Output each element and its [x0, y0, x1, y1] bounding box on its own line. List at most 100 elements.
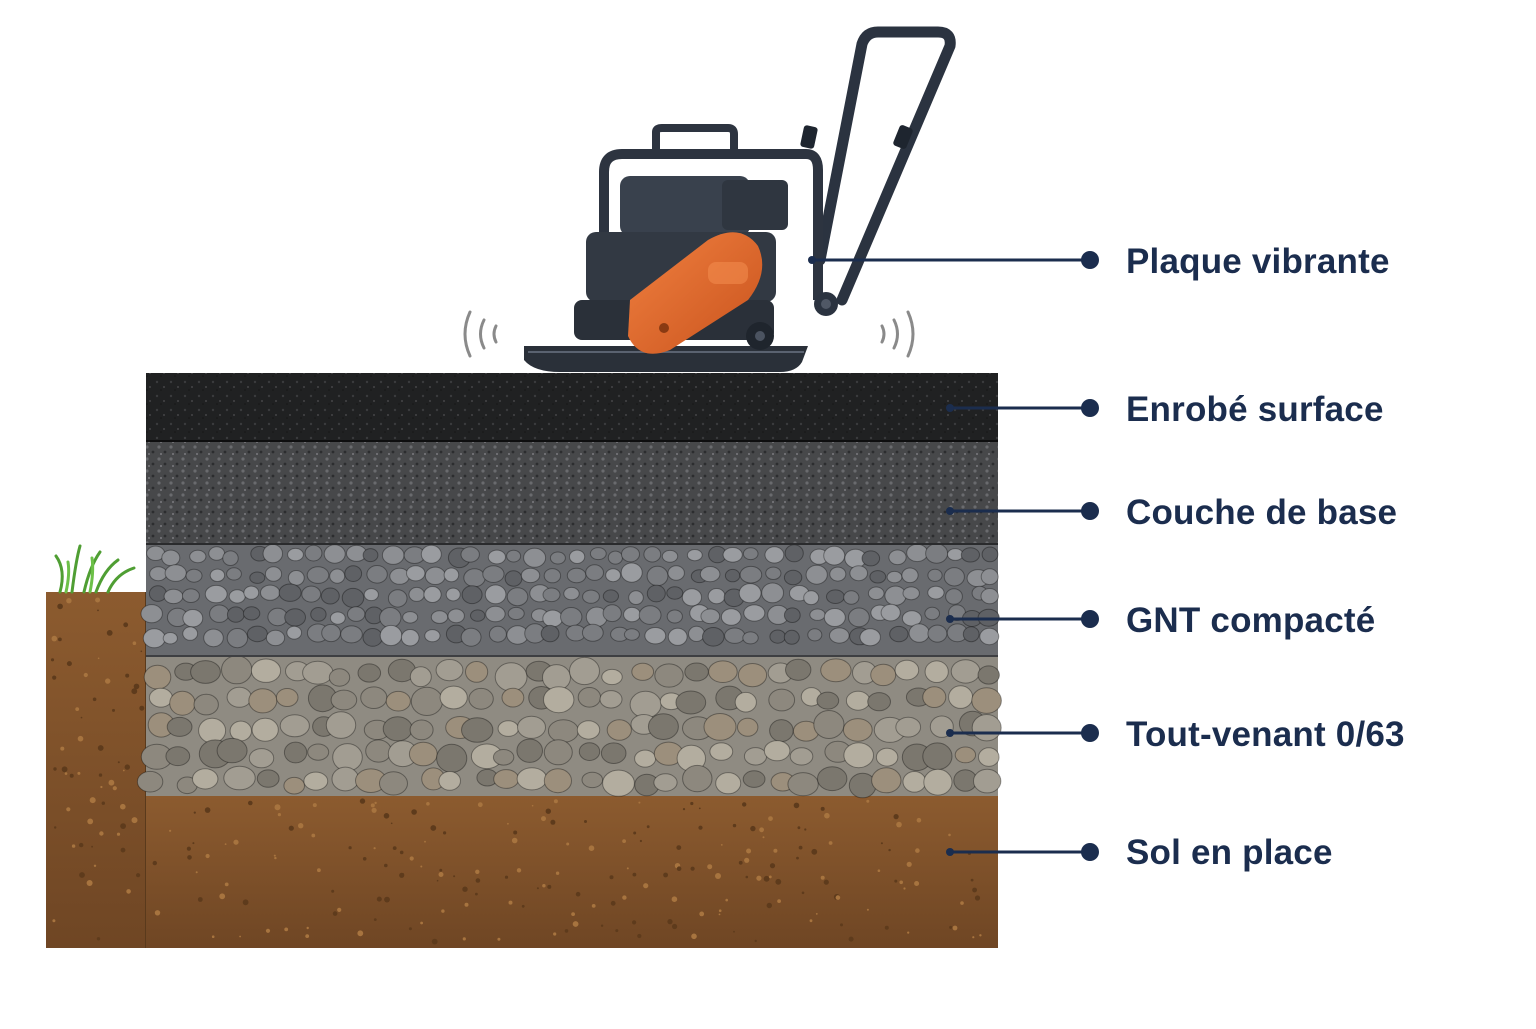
stone — [260, 584, 281, 601]
stone — [148, 585, 167, 602]
soil-speck — [120, 823, 126, 829]
soil-speck — [187, 855, 192, 860]
stone — [323, 544, 346, 564]
stone — [387, 589, 408, 608]
leader-lines — [808, 251, 1099, 861]
soil-speck — [79, 872, 85, 878]
soil-speck — [508, 900, 513, 905]
soil-speck — [835, 895, 841, 900]
stone — [947, 548, 964, 561]
stone — [784, 544, 804, 563]
soil-speck — [373, 918, 377, 921]
soil-speck — [793, 802, 800, 809]
stone — [461, 585, 483, 605]
stone — [977, 665, 1000, 685]
stone — [927, 624, 948, 643]
stone — [436, 743, 468, 773]
soil-speck — [122, 769, 125, 772]
stone — [601, 668, 623, 686]
stone — [424, 566, 446, 585]
leader-anchor-toutvenant — [946, 729, 954, 737]
soil-speck — [66, 598, 72, 604]
soil-speck — [542, 884, 546, 888]
soil-speck — [550, 819, 556, 825]
stone — [331, 766, 360, 792]
stone — [420, 544, 442, 564]
stone — [262, 543, 283, 564]
stone — [560, 607, 583, 627]
soil-speck — [633, 831, 637, 835]
soil-speck — [117, 761, 120, 764]
stone — [306, 566, 330, 584]
soil-speck — [186, 846, 191, 851]
soil-speck — [809, 919, 813, 923]
stone — [520, 567, 541, 584]
stone — [341, 587, 365, 608]
soil-speck — [553, 799, 558, 804]
stone — [895, 716, 922, 738]
stone — [764, 546, 785, 564]
stone — [216, 737, 248, 764]
stone — [943, 567, 965, 587]
stone — [279, 714, 310, 738]
stone — [203, 628, 224, 648]
soil-speck — [742, 802, 747, 807]
soil-speck — [691, 933, 697, 940]
soil-speck — [497, 937, 501, 941]
stone — [842, 718, 873, 742]
soil-speck — [974, 895, 981, 901]
soil-speck — [732, 823, 737, 828]
soil-speck — [317, 868, 321, 873]
soil-speck — [775, 878, 782, 885]
soil-speck — [311, 833, 316, 838]
stone — [859, 628, 881, 647]
soil-speck — [420, 921, 423, 925]
stone — [646, 565, 669, 587]
soil-speck — [99, 831, 104, 836]
soil-speck — [511, 837, 518, 844]
stone — [948, 685, 974, 709]
stone — [166, 716, 193, 737]
stone — [979, 627, 1000, 646]
soil-speck — [64, 772, 68, 775]
soil-speck — [750, 825, 756, 832]
stone — [136, 770, 164, 793]
stone — [542, 609, 564, 628]
stone — [880, 603, 901, 622]
soil-speck — [773, 848, 778, 853]
stone — [768, 688, 796, 712]
soil-speck — [431, 938, 438, 945]
soil-speck — [507, 822, 509, 825]
stone — [362, 628, 383, 647]
soil-speck — [637, 933, 642, 939]
soil-speck — [362, 857, 367, 861]
stone — [328, 668, 351, 687]
soil-speck — [531, 804, 534, 807]
soil-speck — [972, 936, 975, 939]
soil-speck — [359, 798, 366, 804]
leader-dot-plaque — [1081, 251, 1099, 269]
soil-speck — [112, 708, 115, 712]
label-plaque-vibrante: Plaque vibrante — [1126, 242, 1390, 281]
soil-speck — [796, 856, 799, 860]
soil-speck — [970, 878, 974, 882]
label-couche-de-base: Couche de base — [1126, 493, 1398, 532]
soil-speck — [98, 773, 103, 777]
soil-speck — [337, 907, 342, 913]
stone — [870, 663, 897, 687]
soil-speck — [126, 889, 131, 894]
stone — [468, 687, 494, 710]
soil-speck — [80, 716, 83, 719]
stone — [742, 547, 759, 561]
soil-speck — [682, 808, 686, 811]
stone — [902, 586, 920, 601]
stone — [765, 566, 782, 580]
stone — [193, 693, 219, 716]
soil-speck — [828, 841, 833, 845]
stone — [226, 606, 245, 623]
stone — [908, 623, 930, 643]
stone — [644, 627, 667, 645]
stone — [543, 686, 575, 714]
stone — [667, 565, 685, 581]
stone — [143, 664, 172, 690]
